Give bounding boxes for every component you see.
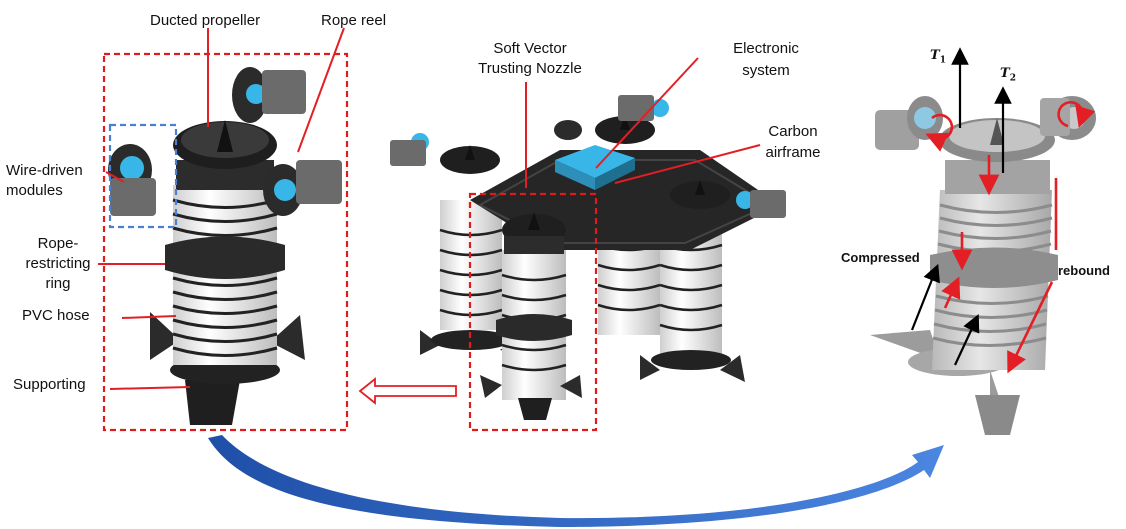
left-callout-lines [98,27,345,390]
module-highlight-box [102,52,349,432]
drone-module-render [108,67,342,425]
label-carbon-1: Carbon [768,123,818,140]
label-electronic-1: Electronic [733,40,799,57]
label-wire-driven-2: modules [6,182,63,199]
label-supporting: Supporting [13,376,86,393]
label-wire-driven-1: Wire-driven [6,162,83,179]
label-rebound: rebound [1058,263,1110,278]
label-compressed: Compressed [841,250,920,265]
wire-driven-highlight-box [108,123,178,229]
label-rope-restricting-3: ring [45,275,71,292]
middle-callout-lines [525,57,761,188]
label-rope-reel: Rope reel [321,12,387,29]
label-t2: T2 [1000,66,1016,84]
curved-arrow-icon [208,435,944,527]
black-force-arrows [910,47,1012,366]
drone-assembly-render [390,95,786,420]
label-rope-restricting-2: restricting [25,255,91,272]
label-rope-restricting-1: Rope- [37,235,79,252]
label-nozzle-2: Trusting Nozzle [478,60,582,77]
hollow-arrow-left-icon [358,377,457,405]
red-force-arrows [925,100,1096,374]
label-pvc-hose: PVC hose [22,307,90,324]
label-ducted-propeller: Ducted propeller [150,12,261,29]
label-electronic-2: system [742,62,790,79]
label-t1: T1 [930,48,946,66]
label-carbon-2: airframe [765,144,821,161]
label-nozzle-1: Soft Vector [493,40,567,57]
assembly-highlight-box [468,192,598,432]
